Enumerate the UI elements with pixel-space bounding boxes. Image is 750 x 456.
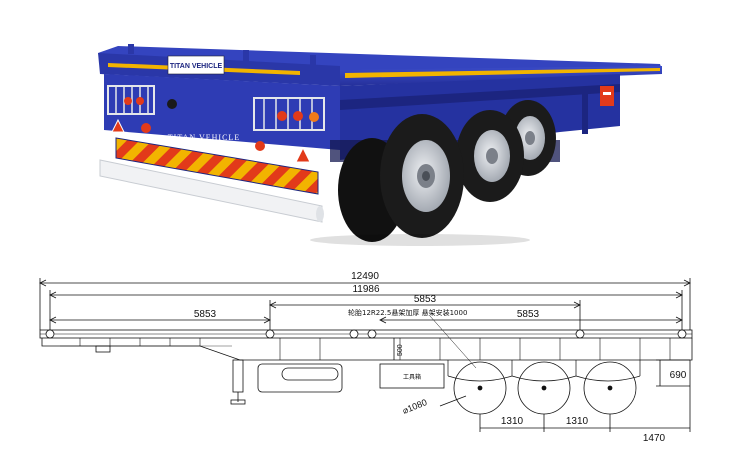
landing-gear-drawing bbox=[230, 359, 246, 405]
brand-plate-text: TITAN VEHICLE bbox=[170, 63, 223, 70]
warning-triangle-right bbox=[295, 146, 311, 163]
label-tool-box: 工具箱 bbox=[403, 373, 421, 381]
tire-axle-2 bbox=[456, 110, 524, 202]
label-axle-spacing-2: 1310 bbox=[566, 416, 589, 427]
rear-brand-text: TITAN VEHICLE bbox=[168, 133, 240, 142]
stake-pocket bbox=[310, 55, 316, 67]
label-spec-note: 轮胎12R22.5悬架加厚 悬架安装1000 bbox=[348, 308, 467, 317]
label-frame-height: 500 bbox=[397, 344, 404, 356]
trailer-photo: TITAN VEHICLE bbox=[98, 44, 662, 246]
hazard-panel bbox=[116, 138, 318, 194]
kingpin bbox=[95, 345, 111, 353]
stake-pocket bbox=[128, 44, 134, 54]
label-axle-spacing-1: 1310 bbox=[501, 416, 524, 427]
label-wheel-diameter: ⌀1080 bbox=[401, 397, 428, 416]
brand-plate bbox=[167, 55, 225, 75]
tool-box bbox=[379, 363, 445, 389]
underframe-rail bbox=[340, 84, 620, 110]
stake-pocket bbox=[243, 50, 249, 62]
left-light-cage bbox=[107, 85, 155, 115]
ground-shadow bbox=[310, 234, 530, 246]
label-deck-length: 11986 bbox=[352, 284, 380, 295]
label-rear-overhang: 1470 bbox=[643, 433, 666, 444]
wheel-diameter-leader bbox=[439, 395, 467, 407]
label-twistlock-top: 5853 bbox=[414, 294, 437, 305]
side-marker-panel-stripe bbox=[603, 92, 611, 95]
cross-members bbox=[79, 338, 671, 360]
rear-bumper-bar bbox=[99, 159, 323, 223]
bumper-end-cap bbox=[316, 206, 324, 222]
spec-note-leader bbox=[429, 315, 477, 369]
label-overall-length: 12490 bbox=[351, 271, 379, 282]
side-reflective-stripe bbox=[345, 68, 660, 78]
drawing-labels: 12490 11986 5853 轮胎12R22.5悬架加厚 悬架安装1000 … bbox=[194, 271, 687, 444]
rear-lamp bbox=[255, 141, 265, 151]
label-twistlock-right: 5853 bbox=[517, 309, 540, 320]
technical-drawing bbox=[39, 278, 693, 432]
right-light-cage bbox=[253, 97, 325, 131]
suspension-drawing bbox=[447, 360, 641, 382]
tank-carrier bbox=[257, 363, 343, 393]
rear-socket bbox=[167, 99, 177, 109]
landing-gear bbox=[582, 90, 588, 134]
side-marker-panel bbox=[600, 86, 614, 106]
label-twistlock-left: 5853 bbox=[194, 309, 217, 320]
warning-triangle-left bbox=[111, 118, 125, 133]
label-rear-height: 690 bbox=[670, 370, 687, 381]
tire-axle-1 bbox=[380, 114, 464, 238]
rear-lamp bbox=[141, 123, 151, 133]
chassis-outline bbox=[41, 338, 693, 361]
